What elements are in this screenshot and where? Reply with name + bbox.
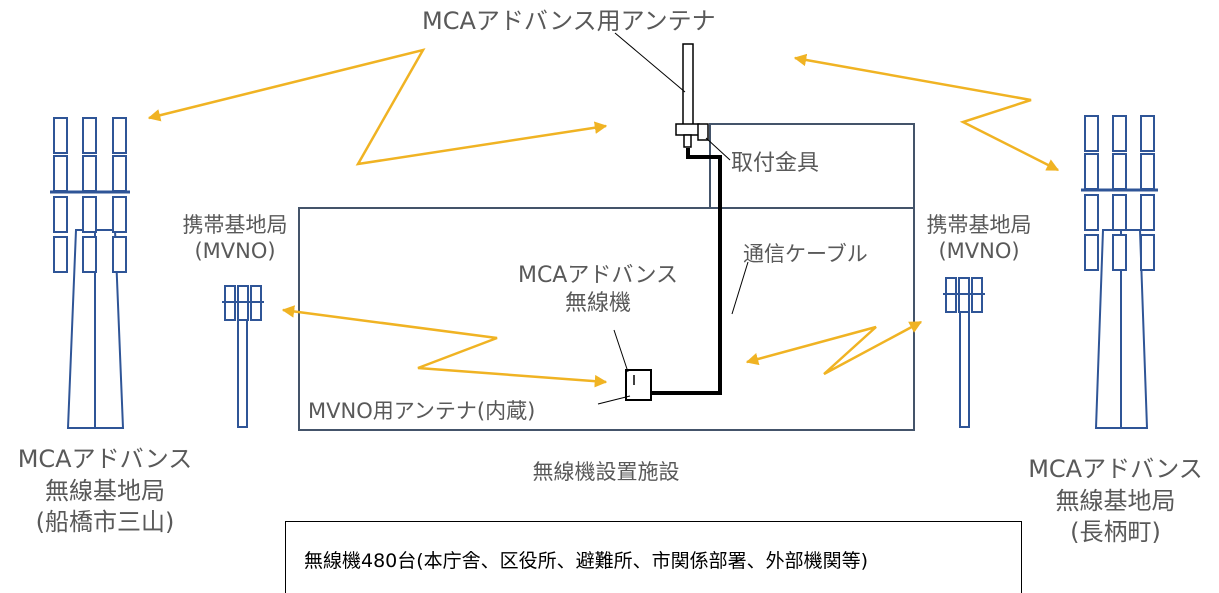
radio-count-note: 無線機480台(本庁舎、区役所、避難所、市関係部署、外部機関等): [304, 550, 869, 572]
radio-unit-label-line1: MCAアドバンス: [517, 263, 679, 288]
base-station-right-line2: 無線基地局: [1055, 486, 1176, 515]
mobile-station-left-line1: 携帯基地局: [182, 213, 288, 237]
mca-base-station-left: [50, 117, 130, 429]
mca-base-station-right: [1081, 115, 1158, 429]
mobile-station-left-line2: (MVNO): [194, 239, 276, 264]
signal-arrow-right-tower: [793, 53, 1060, 172]
base-station-left-line2: 無線基地局: [45, 476, 165, 505]
mounting-bracket-label: 取付金具: [731, 151, 820, 176]
base-station-right-line1: MCAアドバンス: [1028, 455, 1203, 483]
facility-label: 無線機設置施設: [532, 460, 680, 484]
mvno-leader-line: [597, 395, 631, 405]
signal-arrow-left-tower: [147, 48, 608, 166]
radio-unit: [625, 369, 652, 401]
antenna-leader-line: [614, 32, 686, 93]
mvno-antenna-label: MVNO用アンテナ(内蔵): [308, 399, 536, 423]
comm-cable-label: 通信ケーブル: [743, 242, 868, 266]
radio-unit-label-line2: 無線機: [564, 290, 631, 316]
mobile-station-right-line2: (MVNO): [938, 239, 1020, 264]
mobile-base-station-right: [943, 277, 985, 428]
mobile-station-right-line1: 携帯基地局: [926, 213, 1032, 237]
bracket-leader-line: [705, 137, 731, 161]
radio-unit-label: MCAアドバンス 無線機: [478, 262, 718, 317]
base-station-right-line3: (長柄町): [1070, 518, 1161, 547]
cable-leader-line: [731, 261, 749, 315]
signal-arrow-left-mobile: [281, 305, 608, 388]
radio-count-note-box: 無線機480台(本庁舎、区役所、避難所、市関係部署、外部機関等): [285, 521, 1022, 593]
base-station-left-label: MCAアドバンス 無線基地局 (船橋市三山): [0, 444, 210, 539]
mca-antenna: [675, 43, 709, 148]
base-station-left-line3: (船橋市三山): [35, 508, 175, 537]
mobile-base-station-left: [222, 285, 264, 428]
communication-cable: [651, 148, 722, 395]
radio-leader-line: [613, 329, 629, 373]
mobile-station-right-label: 携帯基地局 (MVNO): [904, 212, 1054, 265]
antenna-title-label: MCAアドバンス用アンテナ: [422, 7, 716, 35]
signal-arrow-right-mobile: [745, 320, 923, 376]
mobile-station-left-label: 携帯基地局 (MVNO): [160, 212, 310, 265]
base-station-left-line1: MCAアドバンス: [17, 445, 193, 473]
base-station-right-label: MCAアドバンス 無線基地局 (長柄町): [1012, 454, 1219, 549]
